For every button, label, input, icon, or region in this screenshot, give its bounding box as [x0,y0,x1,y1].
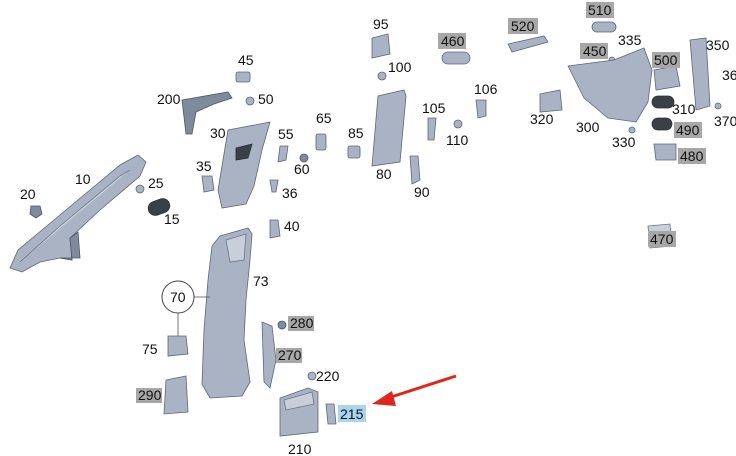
label-110: 110 [446,132,469,148]
part-200-bracket [181,91,233,135]
label-335: 335 [618,32,642,48]
label-320: 320 [530,111,554,127]
part-30-b-pillar-upper [217,121,271,209]
label-65: 65 [316,110,332,126]
label-300: 300 [576,119,600,135]
label-290: 290 [138,387,162,403]
part-36-screw [269,179,279,193]
part-490-speaker [651,117,673,131]
label-70: 70 [170,289,186,305]
part-510-handle [591,21,617,33]
part-310-speaker [651,95,675,109]
label-520: 520 [511,18,535,34]
part-20-clip [29,205,43,219]
part-100-screw [377,71,387,81]
label-310: 310 [672,101,696,117]
callout-70 [161,280,210,338]
part-55-bracket [277,145,289,163]
part-75-cover [167,335,189,357]
label-36-right: 36 [722,67,736,83]
labels-boxed: 280 270 290 460 450 470 480 490 500 510 … [136,2,706,403]
part-210-lower-trim [279,387,319,437]
part-25-clip [135,184,145,194]
label-30: 30 [210,125,226,141]
label-45: 45 [238,52,254,68]
label-10: 10 [75,171,91,187]
part-220-clip [307,371,317,381]
labels-plain: 10 15 20 25 30 35 36 40 45 50 55 60 65 7… [20,16,736,456]
part-95-bracket [371,33,391,59]
part-270-strip [261,321,277,389]
label-36: 36 [282,185,298,201]
label-210: 210 [288,441,312,456]
part-500-panel [653,65,681,91]
part-520-handle [507,35,549,53]
label-510: 510 [588,2,612,18]
part-110-screw [453,119,463,129]
part-290-panel [163,375,189,415]
part-370-clip [714,102,722,110]
label-55: 55 [278,126,294,142]
label-90: 90 [414,184,430,200]
label-500: 500 [654,52,678,68]
red-arrow [372,374,457,406]
label-20: 20 [20,186,36,202]
label-450: 450 [583,43,607,59]
label-480: 480 [680,148,704,164]
label-highlight-group: 215 [338,405,366,422]
label-25: 25 [148,175,164,191]
part-40-bracket [269,219,281,239]
label-330: 330 [612,134,636,150]
part-300-rear-trim [567,47,653,123]
label-460: 460 [441,33,465,49]
part-80-c-pillar-trim [371,89,407,167]
part-15-cylinder-cap [147,198,171,216]
part-50-screw [245,96,255,106]
label-85: 85 [348,125,364,141]
label-73: 73 [253,273,269,289]
label-95: 95 [373,16,389,32]
label-60: 60 [294,161,310,177]
label-370: 370 [714,113,736,129]
part-35-clip [201,175,215,193]
label-350: 350 [706,37,730,53]
label-215: 215 [340,406,364,422]
part-215-clip [325,403,337,425]
label-80: 80 [376,166,392,182]
part-60-clip [299,153,309,163]
part-280-clip [277,320,287,330]
part-65-clip [315,133,327,151]
label-270: 270 [278,347,302,363]
part-350-bracket [689,37,711,111]
label-200: 200 [157,91,181,107]
label-50: 50 [258,91,274,107]
part-106-clip [475,99,487,119]
label-35: 35 [196,158,212,174]
label-100: 100 [388,59,412,75]
label-490: 490 [676,122,700,138]
part-330-clip [628,126,636,134]
label-280: 280 [290,315,314,331]
part-90-bracket [409,155,421,185]
label-75: 75 [142,341,158,357]
label-15: 15 [164,211,180,227]
label-220: 220 [316,368,340,384]
label-40: 40 [284,218,300,234]
part-460-handle [441,51,471,65]
label-106: 106 [474,81,498,97]
part-85-clip [347,145,361,159]
part-105-bracket [427,117,437,141]
part-320-cover [539,89,563,113]
label-105: 105 [422,100,446,116]
part-45-clip [235,71,251,83]
label-470: 470 [650,231,674,247]
part-480-cover [653,143,677,161]
part-73-b-pillar-lower [201,227,253,399]
part-10-a-pillar-trim [9,154,147,273]
